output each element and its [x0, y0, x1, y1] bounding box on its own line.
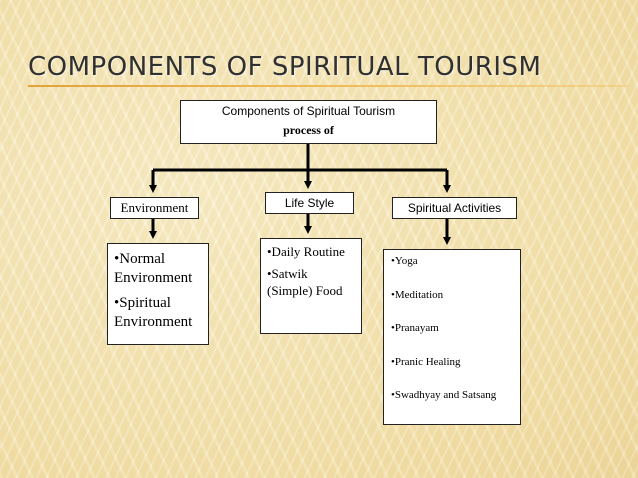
root-node-title: Components of Spiritual Tourism	[221, 104, 396, 118]
environment-node: Environment	[110, 197, 199, 219]
lifestyle-node: Life Style	[265, 192, 354, 214]
slide-title: COMPONENTS OF SPIRITUAL TOURISM	[28, 52, 542, 82]
spiritual-activities-items: •Yoga •Meditation •Pranayam •Pranic Heal…	[383, 249, 521, 425]
title-underline	[28, 85, 628, 87]
environment-items: •Normal Environment •Spiritual Environme…	[107, 243, 209, 345]
root-node: Components of Spiritual Tourism process …	[180, 100, 437, 144]
list-item: •Pranic Healing	[391, 355, 461, 368]
lifestyle-items: •Daily Routine •Satwik (Simple) Food	[260, 238, 362, 334]
list-item: •Spiritual Environment	[114, 295, 193, 330]
list-item: •Meditation	[391, 288, 444, 301]
list-item: •Pranayam	[391, 322, 439, 334]
lifestyle-label: Life Style	[284, 196, 335, 210]
root-node-subtitle: process of	[283, 123, 334, 137]
list-item: •Normal Environment	[114, 251, 193, 286]
list-item: •Swadhyay and Satsang	[391, 389, 497, 401]
environment-label: Environment	[120, 200, 189, 215]
list-item: •Daily Routine	[267, 244, 345, 259]
spiritual-activities-node: Spiritual Activities	[392, 197, 517, 219]
list-item: •Satwik (Simple) Food	[267, 266, 343, 298]
spiritual-activities-label: Spiritual Activities	[407, 201, 502, 215]
list-item: •Yoga	[391, 255, 418, 267]
